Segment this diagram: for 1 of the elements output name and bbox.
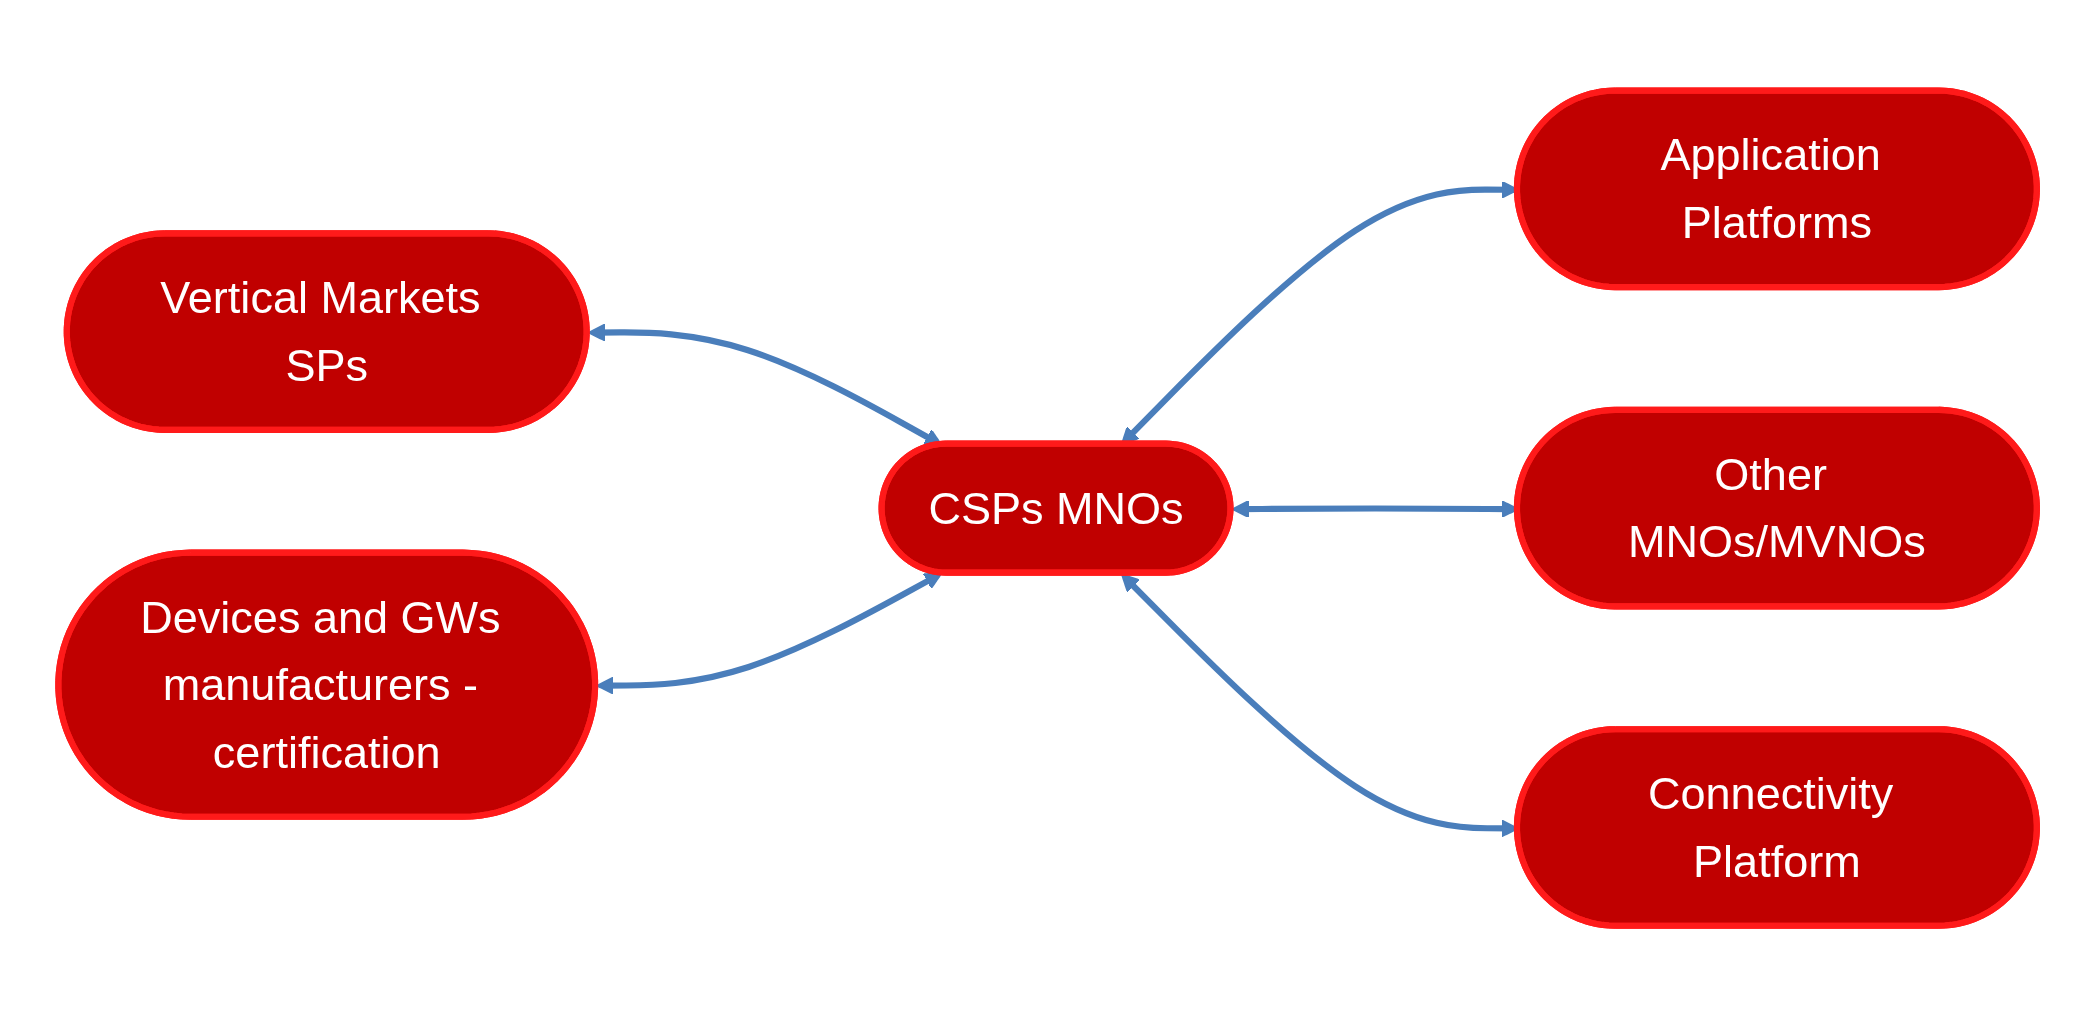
arrow — [596, 572, 943, 695]
